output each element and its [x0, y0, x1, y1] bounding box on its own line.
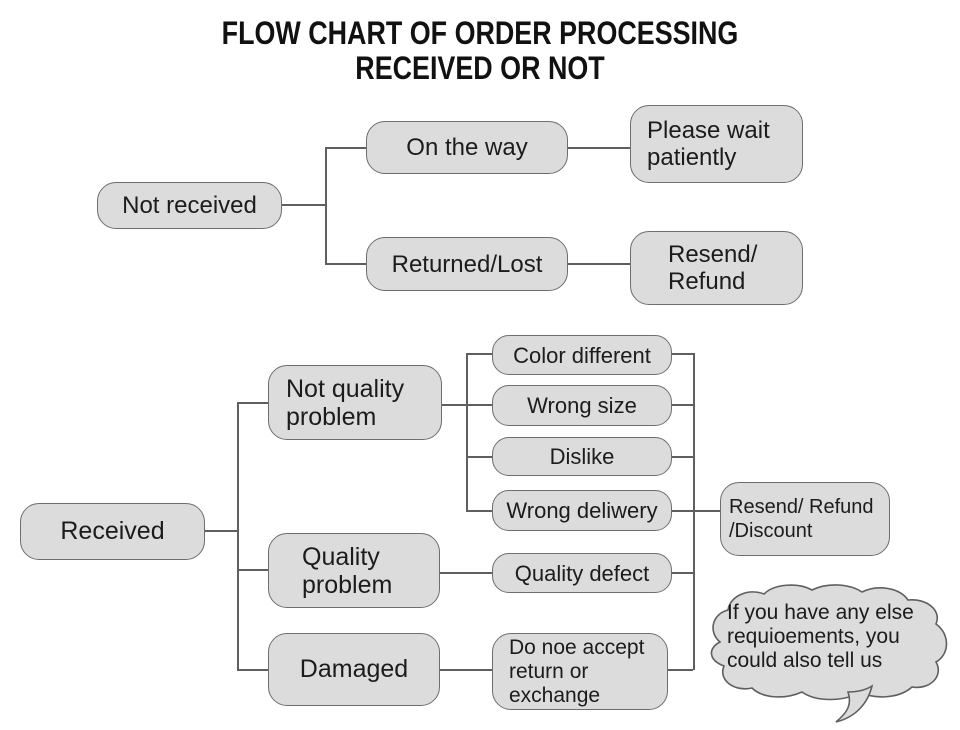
- node-not-quality-problem: Not quality problem: [268, 365, 442, 440]
- connector-line: [325, 263, 366, 265]
- connector-line: [282, 204, 325, 206]
- node-quality-defect: Quality defect: [492, 553, 672, 593]
- connector-line: [672, 572, 693, 574]
- connector-line: [466, 353, 468, 511]
- speech-bubble-text: If you have any else requioements, you c…: [727, 601, 914, 672]
- connector-line: [668, 669, 693, 671]
- connector-line: [568, 263, 630, 265]
- speech-bubble-shape: [710, 584, 948, 701]
- node-no-return-exchange: Do noe accept return or exchange: [492, 633, 668, 710]
- node-wrong-size: Wrong size: [492, 385, 672, 426]
- connector-line: [440, 572, 492, 574]
- connector-line: [237, 569, 268, 571]
- node-on-the-way: On the way: [366, 121, 568, 174]
- connector-line: [568, 147, 630, 149]
- node-quality-problem: Quality problem: [268, 533, 440, 608]
- connector-line: [672, 404, 693, 406]
- connector-line: [237, 669, 268, 671]
- node-dislike: Dislike: [492, 437, 672, 476]
- speech-bubble: [710, 584, 948, 723]
- node-received: Received: [20, 503, 205, 560]
- connector-line: [237, 402, 239, 670]
- connector-line: [237, 402, 268, 404]
- node-color-different: Color different: [492, 335, 672, 375]
- node-wrong-delivery: Wrong deliwery: [492, 490, 672, 531]
- connector-line: [466, 456, 492, 458]
- connector-line: [672, 456, 693, 458]
- connector-line: [693, 510, 720, 512]
- node-not-received: Not received: [97, 182, 282, 229]
- node-resend-refund: Resend/ Refund: [630, 231, 803, 305]
- connector-line: [325, 147, 327, 264]
- connector-line: [693, 353, 695, 670]
- connector-line: [325, 147, 366, 149]
- connector-line: [440, 669, 492, 671]
- node-returned-lost: Returned/Lost: [366, 237, 568, 291]
- connector-line: [466, 510, 492, 512]
- node-damaged: Damaged: [268, 633, 440, 706]
- page-title: FLOW CHART OF ORDER PROCESSING RECEIVED …: [221, 15, 739, 86]
- connector-line: [672, 353, 693, 355]
- node-resend-refund-discount: Resend/ Refund /Discount: [720, 482, 890, 556]
- connector-line: [205, 530, 237, 532]
- connector-line: [672, 510, 693, 512]
- node-please-wait-patiently: Please wait patiently: [630, 105, 803, 183]
- connector-line: [466, 353, 492, 355]
- speech-bubble-tail: [835, 684, 874, 723]
